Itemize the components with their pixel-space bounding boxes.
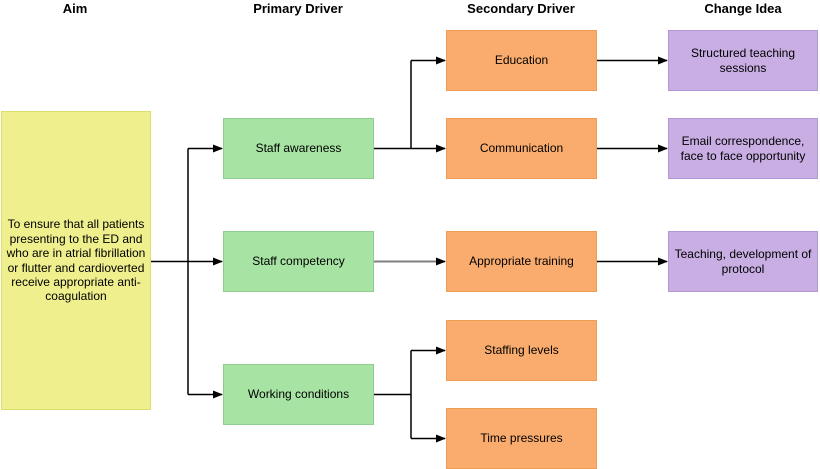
primary-driver-staff-competency[interactable]: Staff competency — [223, 231, 374, 292]
aim-text: To ensure that all patients presenting t… — [6, 217, 146, 304]
secondary-driver-staffing-levels[interactable]: Staffing levels — [446, 320, 597, 381]
change-idea-teaching-protocol[interactable]: Teaching, development of protocol — [668, 231, 818, 292]
node-label: Structured teaching sessions — [690, 46, 796, 75]
secondary-driver-communication[interactable]: Communication — [446, 118, 597, 179]
primary-driver-staff-awareness[interactable]: Staff awareness — [223, 118, 374, 179]
column-header-change-idea: Change Idea — [704, 1, 782, 16]
column-header-aim: Aim — [62, 1, 88, 16]
node-label: Education — [494, 53, 549, 68]
secondary-driver-education[interactable]: Education — [446, 30, 597, 91]
node-label: Staff competency — [252, 254, 345, 269]
node-label: Appropriate training — [469, 254, 574, 269]
node-label: Working conditions — [247, 387, 350, 402]
aim-node[interactable]: To ensure that all patients presenting t… — [1, 111, 151, 410]
secondary-driver-time-pressures[interactable]: Time pressures — [446, 408, 597, 469]
node-label: Communication — [479, 141, 564, 156]
column-header-primary-driver: Primary Driver — [253, 1, 343, 16]
node-label: Time pressures — [480, 431, 563, 446]
node-label: Email correspondence, face to face oppor… — [680, 134, 806, 163]
secondary-driver-appropriate-training[interactable]: Appropriate training — [446, 231, 597, 292]
change-idea-email-correspondence[interactable]: Email correspondence, face to face oppor… — [668, 118, 818, 179]
primary-driver-working-conditions[interactable]: Working conditions — [223, 364, 374, 425]
change-idea-structured-teaching[interactable]: Structured teaching sessions — [668, 30, 818, 91]
node-label: Teaching, development of protocol — [674, 247, 812, 276]
node-label: Staffing levels — [484, 343, 559, 358]
node-label: Staff awareness — [255, 141, 342, 156]
column-header-secondary-driver: Secondary Driver — [467, 1, 575, 16]
